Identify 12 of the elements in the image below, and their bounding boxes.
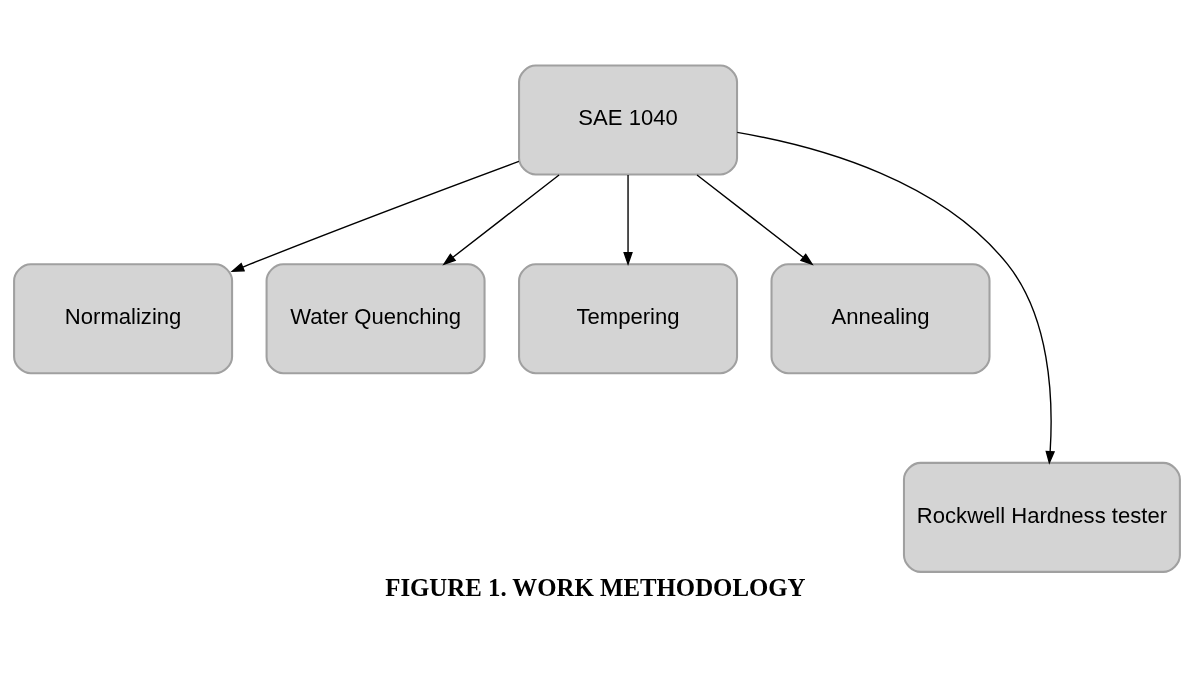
- node-box: Annealing: [770, 263, 991, 375]
- node-box: Tempering: [518, 263, 739, 375]
- node-box: Rockwell Hardness tester: [902, 461, 1181, 573]
- arrow: [623, 174, 633, 266]
- caption: FIGURE 1. WORK METHODOLOGY: [385, 573, 806, 601]
- arrow: [736, 131, 1056, 465]
- arrow: [442, 174, 560, 266]
- arrow: [230, 160, 520, 273]
- node-box: SAE 1040: [518, 64, 739, 176]
- node-box: Normalizing: [13, 263, 234, 375]
- node-box: Water Quenching: [265, 263, 486, 375]
- arrow: [696, 174, 814, 266]
